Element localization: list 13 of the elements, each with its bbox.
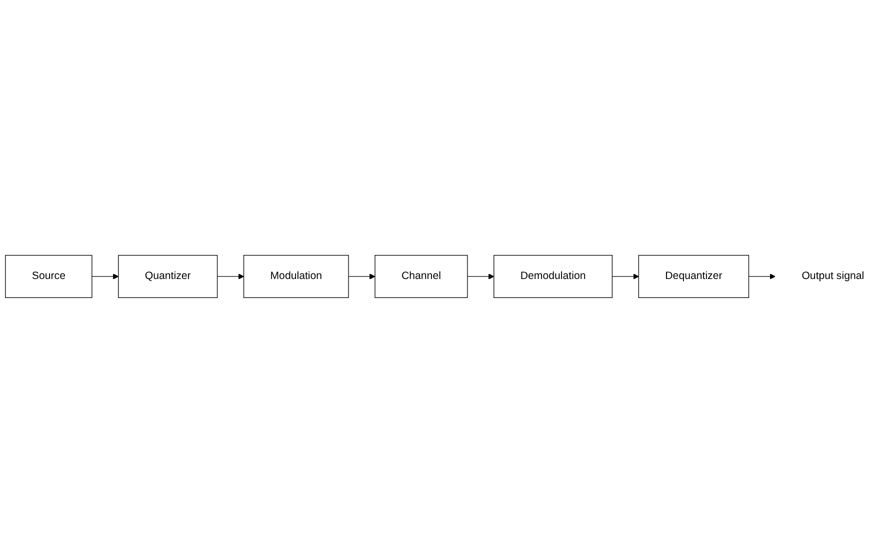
node-box: Modulation [243,254,349,298]
node-box: Dequantizer [638,254,750,298]
arrow [92,274,119,280]
node-text: Output signal [802,270,864,282]
node-box: Channel [374,254,468,298]
arrow [748,274,776,280]
arrow [348,274,376,280]
node-box: Quantizer [118,254,218,298]
arrow [612,274,639,280]
node-box: Demodulation [494,254,613,298]
arrow [216,274,244,280]
arrow [467,274,494,280]
node-box: Source [5,254,92,298]
